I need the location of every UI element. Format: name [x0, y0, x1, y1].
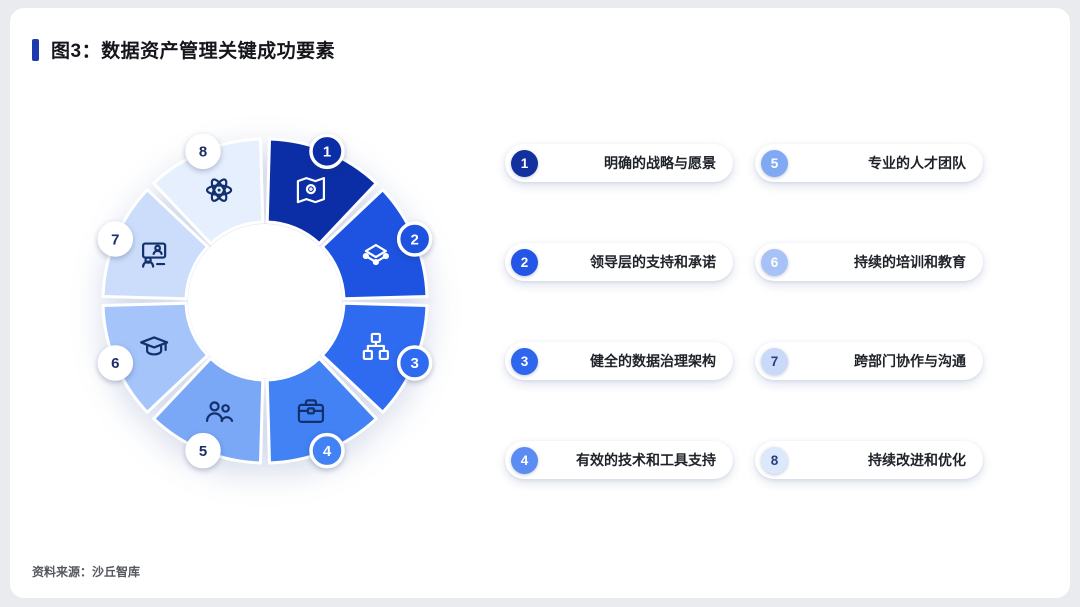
svg-text:8: 8	[199, 144, 207, 161]
figure-title: 图3：数据资产管理关键成功要素	[51, 41, 336, 62]
org-chart-icon	[362, 332, 389, 361]
atom-icon	[205, 178, 233, 202]
factor-label: 健全的数据治理架构	[590, 353, 716, 369]
factors-grid: 1 明确的战略与愿景 2 领导层的支持和承诺 3 健全的数据治理架构 4 有效的…	[505, 144, 983, 479]
factor-number-badge: 8	[761, 446, 788, 474]
factor-pill-1: 1 明确的战略与愿景	[505, 144, 733, 182]
svg-text:4: 4	[323, 443, 332, 460]
svg-text:2: 2	[410, 231, 418, 248]
wheel-segment-3	[320, 301, 429, 414]
map-icon	[296, 177, 326, 204]
team-icon	[205, 401, 234, 422]
wheel-number-badge-1: 1	[309, 133, 345, 170]
factor-pill-6: 6 持续的培训和教育	[755, 243, 983, 281]
factor-pill-3: 3 健全的数据治理架构	[505, 342, 733, 380]
factor-label: 明确的战略与愿景	[604, 155, 716, 171]
factor-label: 领导层的支持和承诺	[590, 254, 716, 270]
wheel-center	[188, 224, 342, 378]
toolbox-icon	[297, 399, 325, 423]
graduation-cap-icon	[140, 336, 169, 356]
wheel-number-badge-7: 7	[97, 221, 134, 257]
svg-text:3: 3	[410, 355, 418, 372]
factor-pill-7: 7 跨部门协作与沟通	[755, 342, 983, 380]
factor-label: 有效的技术和工具支持	[576, 452, 716, 468]
factor-label: 持续的培训和教育	[854, 254, 966, 270]
factor-pill-8: 8 持续改进和优化	[755, 441, 983, 479]
factor-pill-4: 4 有效的技术和工具支持	[505, 441, 733, 479]
title-accent-bar	[32, 38, 39, 61]
wheel-number-badge-6: 6	[97, 345, 134, 381]
source-note: 资料来源：沙丘智库	[32, 565, 141, 579]
factor-number-badge: 7	[761, 347, 788, 375]
factor-pill-5: 5 专业的人才团队	[755, 144, 983, 182]
factor-label: 持续改进和优化	[868, 452, 966, 468]
factor-number-badge: 3	[511, 347, 538, 375]
wheel-number-badge-2: 2	[396, 221, 433, 257]
factor-number-badge: 5	[761, 149, 788, 177]
wheel-number-badge-3: 3	[396, 345, 433, 381]
figure-header: 图3：数据资产管理关键成功要素	[32, 36, 335, 63]
factor-number-badge: 1	[511, 149, 538, 177]
wheel-number-badge-5: 5	[185, 432, 221, 469]
wheel-segment-2	[320, 188, 429, 301]
svg-text:1: 1	[323, 144, 331, 161]
wheel-segment-5	[152, 356, 265, 465]
wheel-segment-1	[265, 137, 378, 246]
factor-label: 专业的人才团队	[868, 155, 966, 171]
svg-text:6: 6	[111, 355, 119, 372]
data-layers-icon	[362, 243, 389, 266]
svg-text:5: 5	[199, 443, 207, 460]
wheel-number-badge-4: 4	[309, 432, 345, 469]
factor-pill-2: 2 领导层的支持和承诺	[505, 243, 733, 281]
wheel-number-badge-8: 8	[185, 133, 221, 170]
figure-card: 图3：数据资产管理关键成功要素 1 2 3 4 5 6 7 8 1 明确的战略与愿景 2 领导…	[10, 8, 1070, 598]
wheel-segment-6	[101, 301, 210, 414]
factor-number-badge: 6	[761, 248, 788, 276]
factor-label: 跨部门协作与沟通	[854, 353, 966, 369]
svg-text:7: 7	[111, 231, 119, 248]
factor-number-badge: 4	[511, 446, 538, 474]
collaboration-icon	[142, 242, 167, 268]
success-factors-wheel: 1 2 3 4 5 6 7 8	[55, 91, 475, 511]
factor-number-badge: 2	[511, 248, 538, 276]
